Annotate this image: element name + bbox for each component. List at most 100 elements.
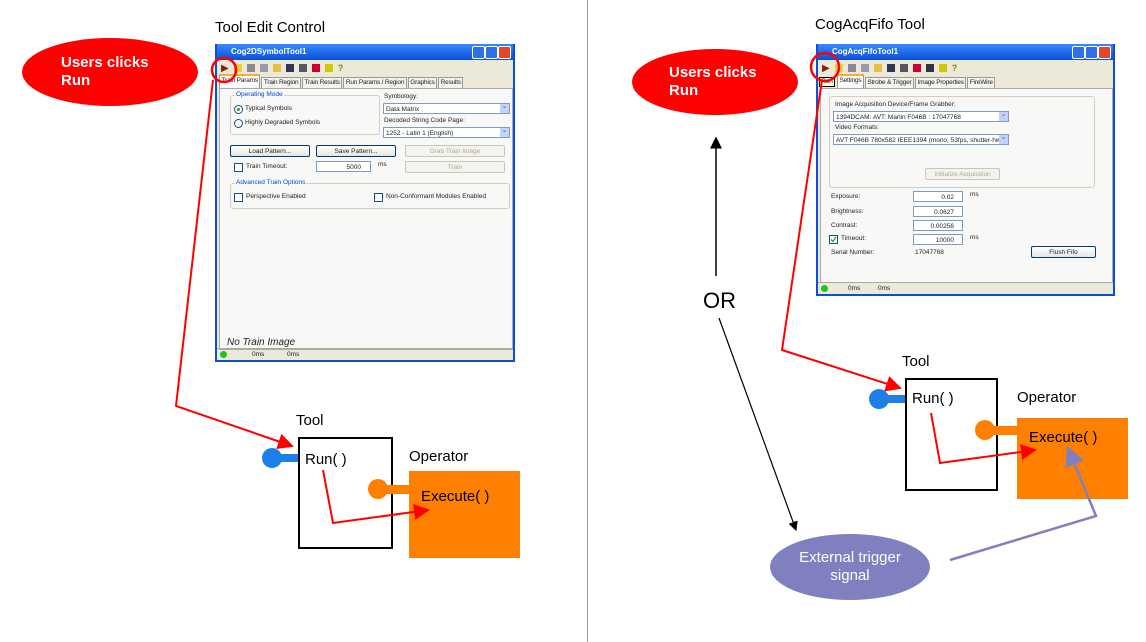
symbology-label: Symbology: [384,93,418,100]
nonconformant-checkbox[interactable] [374,193,383,202]
brightness-input[interactable]: 0.0627 [913,206,963,217]
group-title: Advanced Train Options [235,179,307,186]
or-down-arrow [718,317,798,532]
tab-graphics[interactable]: Graphics [407,77,438,88]
save-icon[interactable] [285,64,294,72]
timeout-checkbox[interactable] [829,235,838,244]
callout-line: External trigger [799,549,901,566]
maximize-button[interactable] [1085,46,1098,59]
reset-icon[interactable] [233,64,242,72]
tab-strobe-trigger[interactable]: Strobe & Trigger [864,77,915,88]
perspective-checkbox[interactable] [234,193,243,202]
train-timeout-checkbox[interactable] [234,163,243,172]
open-icon[interactable] [873,64,882,72]
radio-degraded[interactable] [234,119,243,128]
timeout-input[interactable]: 10000 [913,234,963,245]
radio-label: Typical Symbols [245,105,292,112]
train-button[interactable]: Train [405,161,505,173]
copy-icon[interactable] [860,64,869,72]
settings-icon[interactable] [899,64,908,72]
title-bar: Cog2DSymbolTool1 [217,44,513,60]
checkbox-label: Non-Conformant Modules Enabled [386,193,487,200]
exposure-input[interactable]: 0.02 [913,191,963,202]
plug-icon[interactable] [925,64,934,72]
run-method: Run( ) [912,390,954,407]
status-indicator [220,351,227,358]
device-select[interactable]: 1394DCAM: AVT: Marlin F046B : 17047768 [833,111,1009,122]
tab-train-results[interactable]: Train Results [301,77,343,88]
tab-bar: Run Settings Strobe & Trigger Image Prop… [818,74,1113,88]
copy-icon[interactable] [259,64,268,72]
run-icon[interactable]: ▶ [822,62,830,74]
initialize-acquisition-button[interactable]: Initialize Acquisition [925,168,1000,180]
run-icon[interactable]: ▶ [221,62,229,74]
status-time: 0ms [878,285,891,292]
tab-image-properties[interactable]: Image Properties [915,77,967,88]
left-heading: Tool Edit Control [215,19,326,36]
tab-firewire[interactable]: FireWire [967,77,996,88]
import-icon[interactable] [912,64,921,72]
acqfifo-window: CogAcqFifoTool1 ▶ ? Run Settings Strobe … [816,44,1115,296]
tab-settings[interactable]: Settings [837,74,864,88]
title-bar: CogAcqFifoTool1 [818,44,1113,60]
help-icon[interactable]: ? [951,63,958,73]
settings-icon[interactable] [298,64,307,72]
open-icon[interactable] [272,64,281,72]
close-button[interactable] [1098,46,1111,59]
tab-train-params[interactable]: Train Params [219,74,261,88]
contrast-input[interactable]: 0.00256 [913,220,963,231]
help-icon[interactable]: ? [337,63,344,73]
minimize-button[interactable] [1072,46,1085,59]
code-page-select[interactable]: 1252 - Latin 1 (English) [383,127,510,138]
device-label: Image Acquisition Device/Frame Grabber: [835,101,956,108]
serial-label: Serial Number: [831,249,875,256]
tab-bar: Train Params Train Region Train Results … [217,74,513,88]
callout-line: Users clicks [61,54,149,71]
toolbar: ▶ ? [217,60,513,76]
status-indicator [821,285,828,292]
symbology-select[interactable]: Data Matrix [383,103,510,114]
settings-panel: Image Acquisition Device/Frame Grabber: … [820,88,1113,283]
grab-train-image-button[interactable]: Grab Train Image [405,145,505,157]
callout-line: Run [669,82,699,99]
graph-icon[interactable] [324,64,333,72]
callout-line: Run [61,72,91,89]
tab-train-region[interactable]: Train Region [261,77,301,88]
operator-label: Operator [1017,389,1077,406]
tool-label: Tool [296,412,324,429]
save-pattern-button[interactable]: Save Pattern... [316,145,396,157]
train-timeout-input[interactable]: 5000 [316,161,371,172]
import-icon[interactable] [311,64,320,72]
operating-mode-group: Operating Mode [230,91,380,135]
view-icon[interactable] [847,64,856,72]
operator-label: Operator [409,448,469,465]
right-heading: CogAcqFifo Tool [815,16,925,33]
tool-edit-window: Cog2DSymbolTool1 ▶ ? Train Params Train … [215,44,515,362]
radio-typical[interactable] [234,105,243,114]
code-page-label: Decoded String Code Page: [384,117,465,124]
flush-fifo-button[interactable]: Flush Fifo [1031,246,1096,258]
graph-icon[interactable] [938,64,947,72]
input-connector-bar [272,454,300,462]
unit-label: ms [970,191,979,198]
unit-label: ms [378,161,387,168]
maximize-button[interactable] [485,46,498,59]
minimize-button[interactable] [472,46,485,59]
callout-line: signal [830,567,870,584]
window-title: CogAcqFifoTool1 [832,47,899,56]
video-label: Video Formats: [835,124,879,131]
video-format-select[interactable]: AVT F046B 780x582 IEEE1394 (mono, 53fps,… [833,134,1009,145]
tab-results[interactable]: Results [438,77,464,88]
load-pattern-button[interactable]: Load Pattern... [230,145,310,157]
close-button[interactable] [498,46,511,59]
reset-icon[interactable] [834,64,843,72]
save-icon[interactable] [886,64,895,72]
execute-method: Execute( ) [1029,429,1098,446]
tab-run-params[interactable]: Run Params / Region [343,77,407,88]
train-timeout-label: Train Timeout: [246,163,288,170]
view-icon[interactable] [246,64,255,72]
input-connector-bar [879,395,907,403]
